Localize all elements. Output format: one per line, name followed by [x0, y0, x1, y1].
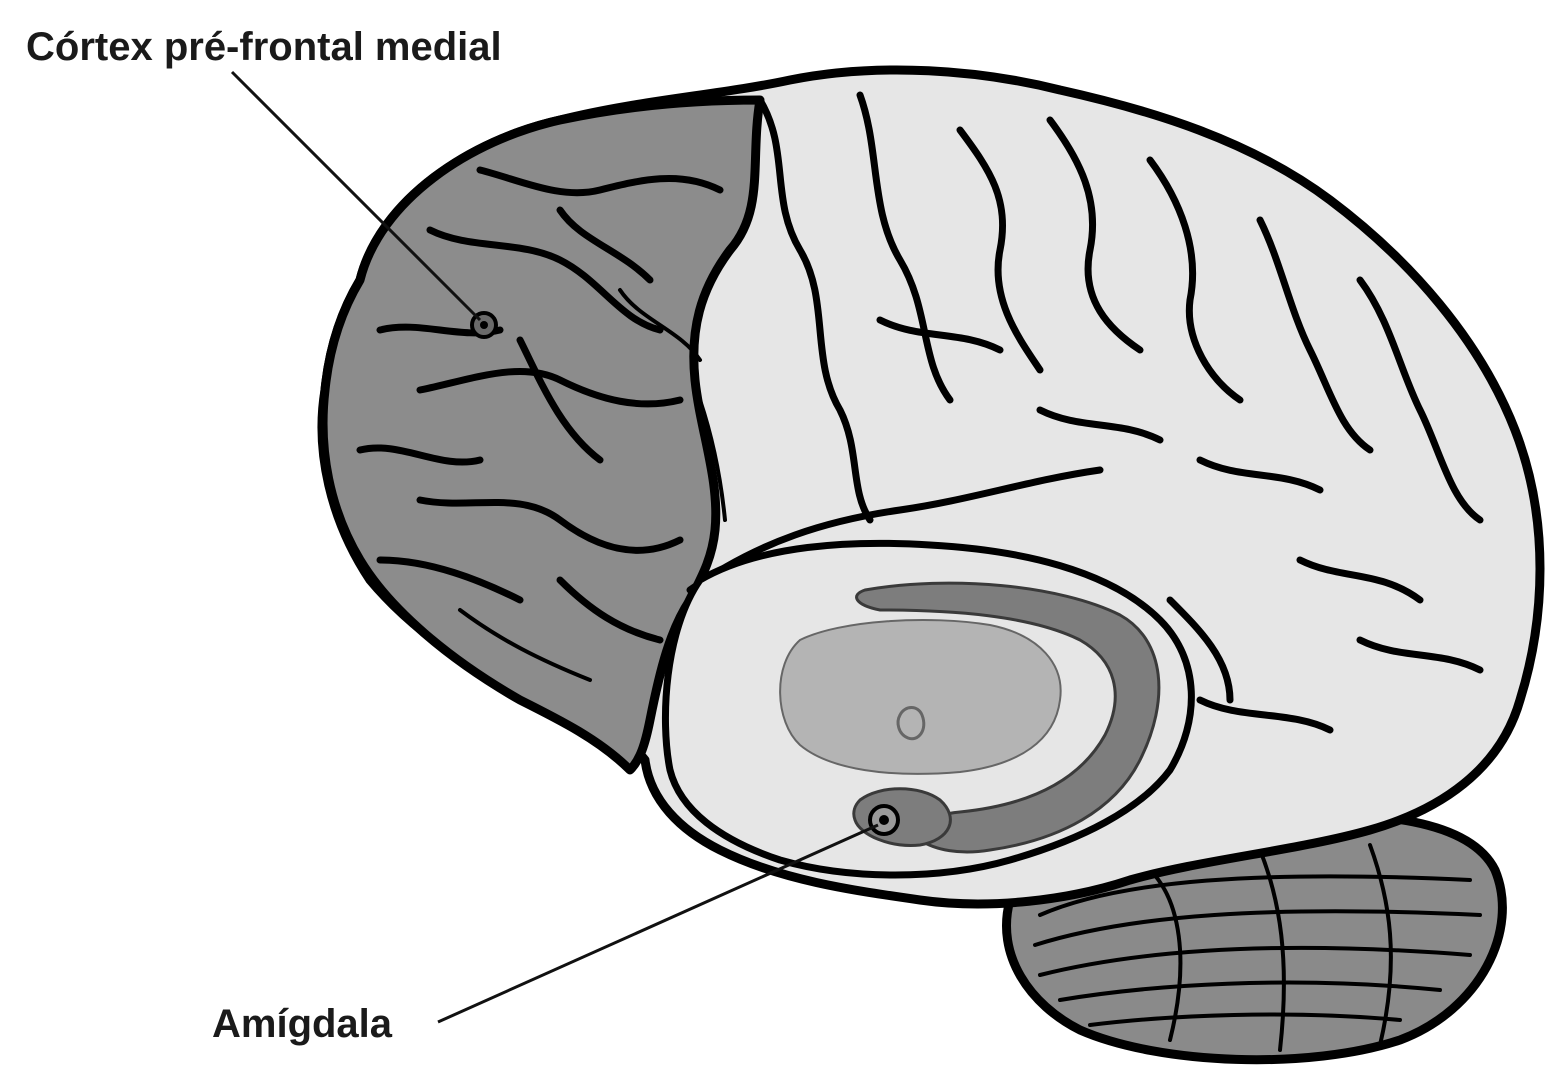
amygdala-leader-line — [438, 825, 878, 1022]
prefrontal-label: Córtex pré-frontal medial — [26, 25, 502, 69]
thalamus-oval — [780, 620, 1061, 774]
amygdala-label: Amígdala — [212, 1002, 393, 1046]
amygdala-marker — [870, 806, 898, 834]
